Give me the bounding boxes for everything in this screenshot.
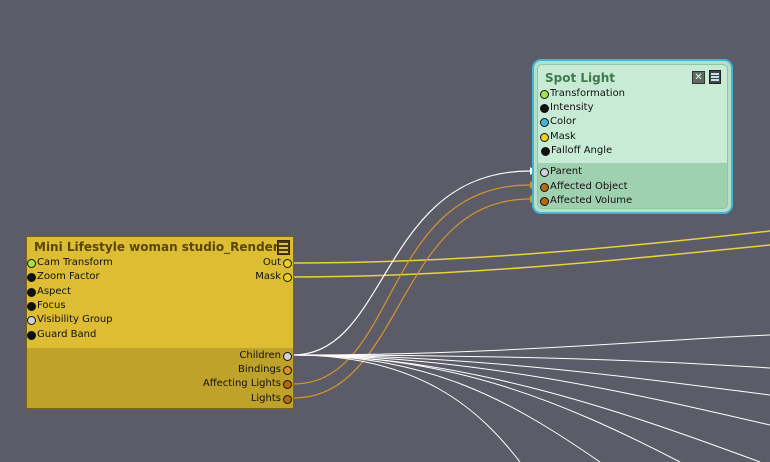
- port-out[interactable]: Out: [263, 256, 292, 270]
- port-dot-icon[interactable]: [27, 259, 36, 268]
- port-dot-icon[interactable]: [540, 183, 549, 192]
- port-visibility-group[interactable]: Visibility Group: [27, 313, 113, 327]
- port-dot-icon[interactable]: [540, 118, 549, 127]
- port-guard-band[interactable]: Guard Band: [27, 328, 96, 342]
- close-icon[interactable]: ✕: [692, 71, 705, 84]
- port-mask[interactable]: Mask: [255, 270, 292, 284]
- port-transformation[interactable]: Transformation: [540, 87, 625, 101]
- port-dot-icon[interactable]: [27, 288, 36, 297]
- port-dot-icon[interactable]: [541, 147, 550, 156]
- node-menu-icon[interactable]: [709, 70, 721, 84]
- wire-children-fan[interactable]: [292, 334, 770, 356]
- wire-children-fan[interactable]: [292, 354, 601, 462]
- wire-children-fan[interactable]: [292, 354, 770, 396]
- port-dot-icon[interactable]: [27, 331, 36, 340]
- port-affected-object[interactable]: Affected Object: [540, 180, 628, 194]
- port-dot-icon[interactable]: [540, 133, 549, 142]
- port-parent[interactable]: Parent: [540, 165, 582, 179]
- port-dot-icon[interactable]: [283, 259, 292, 268]
- port-dot-icon[interactable]: [283, 366, 292, 375]
- port-dot-icon[interactable]: [540, 90, 549, 99]
- wire-children-fan[interactable]: [292, 354, 761, 462]
- spot-light-connection-panel: [538, 163, 727, 208]
- port-intensity[interactable]: Intensity: [540, 101, 594, 115]
- port-dot-icon[interactable]: [540, 197, 549, 206]
- wire-children-fan[interactable]: [292, 354, 681, 462]
- spot-light-node[interactable]: Spot Light ✕ Transformation Intensity Co…: [532, 59, 733, 214]
- port-affecting-lights[interactable]: Affecting Lights: [203, 377, 292, 391]
- spot-light-title[interactable]: Spot Light: [545, 71, 616, 85]
- render-node-connection-panel: [27, 348, 293, 408]
- port-zoom-factor[interactable]: Zoom Factor: [27, 270, 100, 284]
- wire-children-fan[interactable]: [292, 354, 770, 426]
- port-bindings[interactable]: Bindings: [238, 363, 292, 377]
- port-affected-volume[interactable]: Affected Volume: [540, 194, 632, 208]
- port-aspect[interactable]: Aspect: [27, 285, 71, 299]
- port-dot-icon[interactable]: [540, 104, 549, 113]
- port-lights[interactable]: Lights: [251, 392, 292, 406]
- wire-mask[interactable]: [292, 244, 770, 278]
- port-dot-icon[interactable]: [283, 380, 292, 389]
- wire-affecting-lights[interactable]: [292, 184, 531, 385]
- render-node-title[interactable]: Mini Lifestyle woman studio_Render: [34, 240, 279, 254]
- wire-out[interactable]: [292, 230, 770, 264]
- node-menu-icon[interactable]: [277, 240, 290, 255]
- wire-lights[interactable]: [292, 198, 531, 399]
- spot-light-body: Spot Light ✕ Transformation Intensity Co…: [537, 64, 728, 209]
- port-dot-icon[interactable]: [283, 352, 292, 361]
- port-dot-icon[interactable]: [283, 273, 292, 282]
- port-focus[interactable]: Focus: [27, 299, 66, 313]
- port-dot-icon[interactable]: [27, 302, 36, 311]
- port-dot-icon[interactable]: [540, 168, 549, 177]
- port-falloff-angle[interactable]: Falloff Angle: [541, 144, 612, 158]
- port-color[interactable]: Color: [540, 115, 576, 129]
- wire-children-fan[interactable]: [292, 354, 770, 369]
- wire-children-fan[interactable]: [292, 354, 521, 462]
- render-node[interactable]: Mini Lifestyle woman studio_Render Cam T…: [26, 236, 294, 409]
- port-dot-icon[interactable]: [27, 316, 36, 325]
- port-dot-icon[interactable]: [283, 395, 292, 404]
- port-cam-transform[interactable]: Cam Transform: [27, 256, 113, 270]
- port-children[interactable]: Children: [239, 349, 292, 363]
- port-mask[interactable]: Mask: [540, 130, 576, 144]
- wire-children-parent[interactable]: [292, 170, 531, 356]
- port-dot-icon[interactable]: [27, 273, 36, 282]
